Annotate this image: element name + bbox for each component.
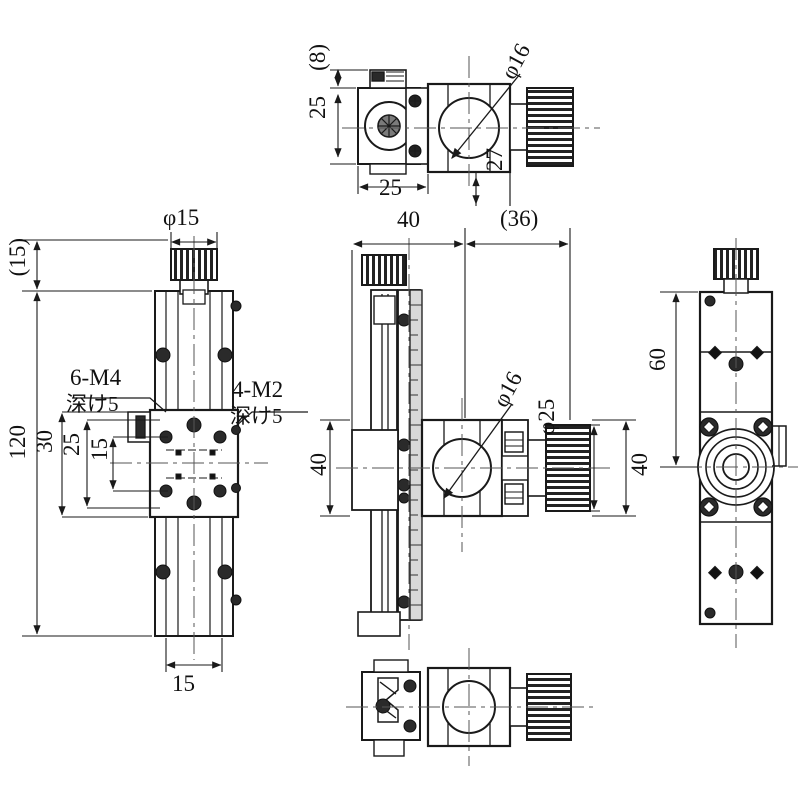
note-6-m4: 6-M4: [70, 365, 122, 390]
top-view-dimensions: [330, 68, 521, 206]
left-view-geometry: [110, 236, 268, 660]
dim-center-height-40-left: 40: [306, 453, 331, 476]
dim-left-knob-dia-15: φ15: [163, 205, 200, 230]
dim-right-height-60: 60: [645, 348, 670, 371]
dim-left-span-30: 30: [32, 430, 57, 453]
dim-left-base-15: 15: [172, 671, 195, 696]
bottom-view-geometry: [346, 648, 594, 766]
right-view-geometry: [680, 238, 798, 648]
dim-center-height-40-right: 40: [627, 453, 652, 476]
note-6-m4-depth: 深け5: [66, 392, 119, 416]
center-view-geometry: [336, 238, 612, 650]
right-view-dimensions: [660, 291, 698, 468]
dim-left-total-120: 120: [5, 425, 30, 460]
dim-center-knob-dia-25: φ25: [534, 398, 559, 435]
dim-left-span-15: 15: [87, 438, 112, 461]
dim-top-width-25: 25: [379, 175, 402, 200]
dim-top-depth-27: 27: [482, 148, 507, 171]
note-4-m2: 4-M2: [232, 377, 284, 402]
left-view-dimensions: [22, 232, 308, 672]
dim-center-width-36: (36): [500, 206, 539, 231]
dim-left-span-25: 25: [59, 433, 84, 456]
dim-left-top-offset-15: (15): [5, 238, 30, 277]
top-view-geometry: [342, 56, 600, 186]
note-4-m2-depth: 深け5: [230, 404, 283, 428]
dim-top-height-25: 25: [305, 96, 330, 119]
center-view-dimensions: [320, 228, 636, 517]
dim-top-offset-8: (8): [305, 44, 330, 71]
dim-center-width-40: 40: [397, 207, 420, 232]
